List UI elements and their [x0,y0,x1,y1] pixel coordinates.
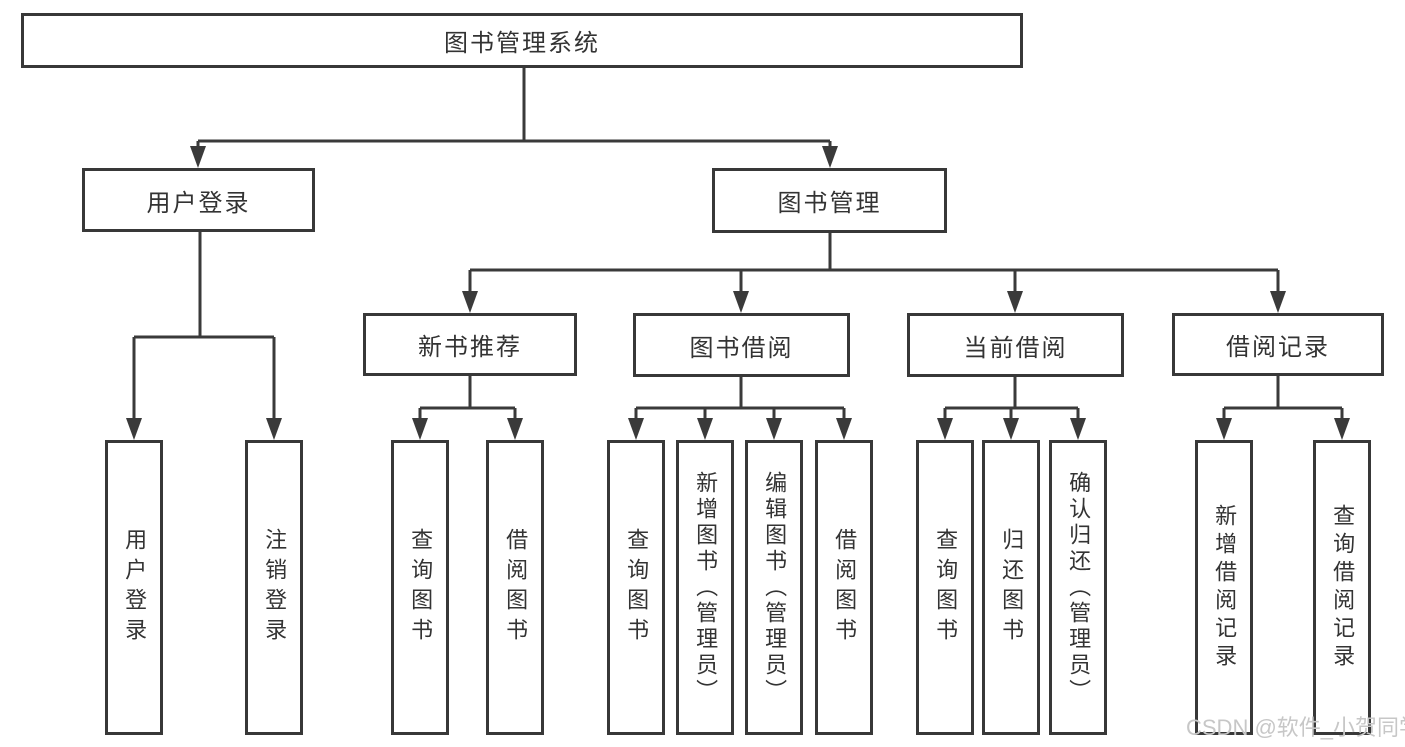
leaf-borrowing-query-books: 查询图书 [607,440,665,735]
leaf-borrowing-add-books-label: 新增图书（管理员） [693,470,719,705]
node-book-borrowing-label: 图书借阅 [689,334,794,362]
leaf-records-query-record: 查询借阅记录 [1313,440,1371,735]
node-book-management-label: 图书管理 [777,190,882,217]
leaf-recommend-borrow-books: 借阅图书 [486,440,544,735]
leaf-current-return-books-label: 归还图书 [999,527,1025,648]
leaf-current-confirm-return-label: 确认归还（管理员） [1066,470,1092,705]
leaf-records-add-record-label: 新增借阅记录 [1212,503,1238,672]
node-new-book-recommend: 新书推荐 [363,313,577,376]
leaf-current-query-books-label: 查询图书 [933,527,959,648]
leaf-borrowing-borrow-books-label: 借阅图书 [832,527,858,648]
leaf-recommend-query-books-label: 查询图书 [408,527,434,648]
leaf-recommend-query-books: 查询图书 [391,440,449,735]
node-user-login: 用户登录 [82,168,315,232]
connector-userlogin-to-leaves [126,232,282,440]
leaf-records-add-record: 新增借阅记录 [1195,440,1253,735]
node-book-management: 图书管理 [712,168,947,233]
node-book-borrowing: 图书借阅 [633,313,850,377]
leaf-user-login: 用户登录 [105,440,163,735]
leaf-borrowing-borrow-books: 借阅图书 [815,440,873,735]
node-borrowing-records-label: 借阅记录 [1226,334,1330,361]
leaf-current-return-books: 归还图书 [982,440,1040,735]
csdn-watermark: CSDN @软件_小贺同学 [1186,715,1405,740]
leaf-borrowing-edit-books-label: 编辑图书（管理员） [762,470,788,705]
node-borrowing-records: 借阅记录 [1172,313,1384,376]
leaf-borrowing-add-books: 新增图书（管理员） [676,440,734,735]
leaf-current-query-books: 查询图书 [916,440,974,735]
leaf-logout-label: 注销登录 [262,527,288,648]
node-root-label: 图书管理系统 [444,30,600,57]
leaf-logout: 注销登录 [245,440,303,735]
node-new-book-recommend-label: 新书推荐 [418,334,522,361]
node-root: 图书管理系统 [21,13,1023,68]
connector-recommend-to-leaves [412,376,523,440]
node-current-borrowing-label: 当前借阅 [963,334,1068,362]
connector-borrowing-to-leaves [628,376,852,440]
leaf-user-login-label: 用户登录 [122,527,148,648]
leaf-borrowing-query-books-label: 查询图书 [624,527,650,648]
leaf-borrowing-edit-books: 编辑图书（管理员） [745,440,803,735]
leaf-current-confirm-return: 确认归还（管理员） [1049,440,1107,735]
connector-records-to-leaves [1216,376,1350,440]
node-current-borrowing: 当前借阅 [907,313,1124,377]
connector-current-to-leaves [937,376,1086,440]
connector-bookmgmt-to-level3 [462,233,1286,313]
leaf-recommend-borrow-books-label: 借阅图书 [503,527,529,648]
connector-root-to-level2 [190,68,838,168]
leaf-records-query-record-label: 查询借阅记录 [1330,503,1356,672]
node-user-login-label: 用户登录 [146,189,251,217]
